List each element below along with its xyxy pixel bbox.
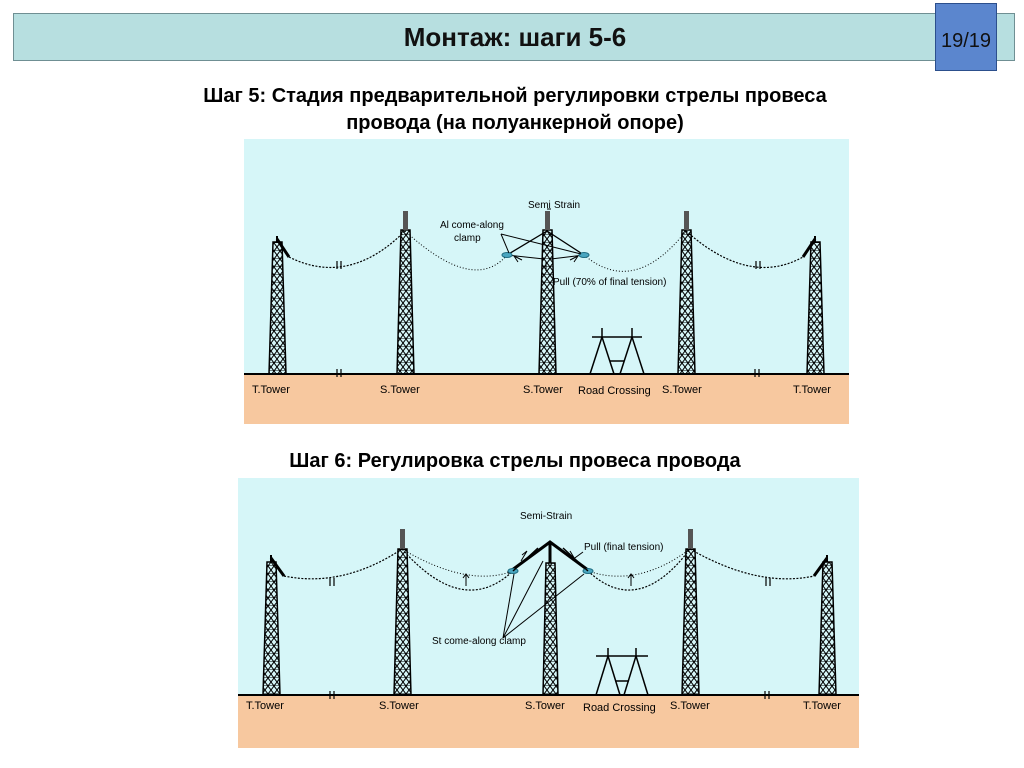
step5-ground-joint-2	[754, 369, 760, 377]
step6-ground	[238, 695, 859, 748]
step5-span-3	[583, 230, 687, 272]
step6-prev-span-2	[401, 548, 514, 577]
step5-tower-3	[538, 211, 557, 375]
step6-road-crossing-label: Road Crossing	[583, 702, 656, 714]
step6-pointers	[462, 550, 635, 639]
step5-tower-label-5: T.Tower	[793, 384, 831, 396]
step6-ground-joint-2	[764, 691, 770, 699]
step5-strain-label: Strain	[554, 200, 581, 211]
step5-title-line2: провода (на полуанкерной опоре)	[346, 112, 684, 134]
step5-tower-4	[677, 211, 696, 375]
step6-tower-4	[681, 529, 700, 696]
step5-tower-label-4: S.Tower	[662, 384, 702, 396]
step6-road-crossing-frame	[595, 648, 649, 696]
step5-tower-1	[268, 236, 291, 375]
step6-span-2	[401, 548, 514, 591]
step6-semi-strain-label: Semi-Strain	[520, 511, 573, 522]
step5-come-along-clamps	[501, 230, 590, 260]
step5-joint-2	[755, 261, 761, 269]
step5-tower-2	[396, 211, 415, 375]
step6-tower-5	[812, 555, 837, 696]
step5-joint-1	[336, 261, 342, 269]
step5-clamp-label-2: clamp	[454, 233, 481, 244]
step6-prev-span-3	[587, 548, 691, 577]
step5-tower-5	[801, 236, 825, 375]
step6-span-3	[587, 548, 691, 591]
step6-tower-label-1: T.Tower	[246, 700, 284, 712]
step6-tower-2	[393, 529, 412, 696]
step6-tower-label-3: S.Tower	[525, 700, 565, 712]
step5-clamp-pointers	[500, 233, 582, 271]
step5-ground-joint-1	[336, 369, 342, 377]
title-bar: Монтаж: шаги 5-6	[13, 13, 1015, 61]
step5-road-crossing-frame	[589, 328, 645, 375]
page-number-badge: 19/19	[935, 3, 997, 71]
step5-semi-label: Semi	[528, 200, 551, 211]
step6-pull-label: Pull (final tension)	[584, 542, 664, 553]
step6-title: Шаг 6: Регулировка стрелы провеса провод…	[289, 450, 741, 472]
step6-wires	[262, 529, 837, 699]
step5-tower-label-2: S.Tower	[380, 384, 420, 396]
step5-span-1	[288, 230, 406, 269]
step6-span-1	[283, 548, 403, 580]
step6-diagram: Semi-Strain Pull (final tension) St come…	[238, 478, 859, 748]
step5-tower-label-3: S.Tower	[523, 384, 563, 396]
step6-ground-joint-1	[329, 691, 335, 699]
step6-joint-2	[765, 578, 771, 586]
step6-tower-label-4: S.Tower	[670, 700, 710, 712]
step5-ground	[244, 374, 849, 424]
page-title: Монтаж: шаги 5-6	[403, 22, 627, 52]
step5-pull-label: Pull (70% of final tension)	[553, 277, 667, 288]
step5-road-crossing-label: Road Crossing	[578, 385, 651, 397]
step5-clamp-label-1: Al come-along	[440, 220, 504, 231]
step6-clamp-label: St come-along clamp	[432, 636, 526, 647]
step5-span-4	[685, 230, 804, 269]
step6-tower-label-2: S.Tower	[379, 700, 419, 712]
step5-tower-label-1: T.Tower	[252, 384, 290, 396]
page-number: 19/19	[940, 30, 992, 52]
step5-title-line1: Шаг 5: Стадия предварительной регулировк…	[203, 85, 827, 107]
step6-joint-1	[329, 578, 335, 586]
step6-span-4	[689, 548, 815, 580]
step6-tower-1	[262, 555, 286, 696]
step5-wires	[268, 208, 825, 377]
step6-tower-label-5: T.Tower	[803, 700, 841, 712]
step5-diagram: Semi Strain Al come-along clamp Pull (70…	[244, 139, 849, 424]
